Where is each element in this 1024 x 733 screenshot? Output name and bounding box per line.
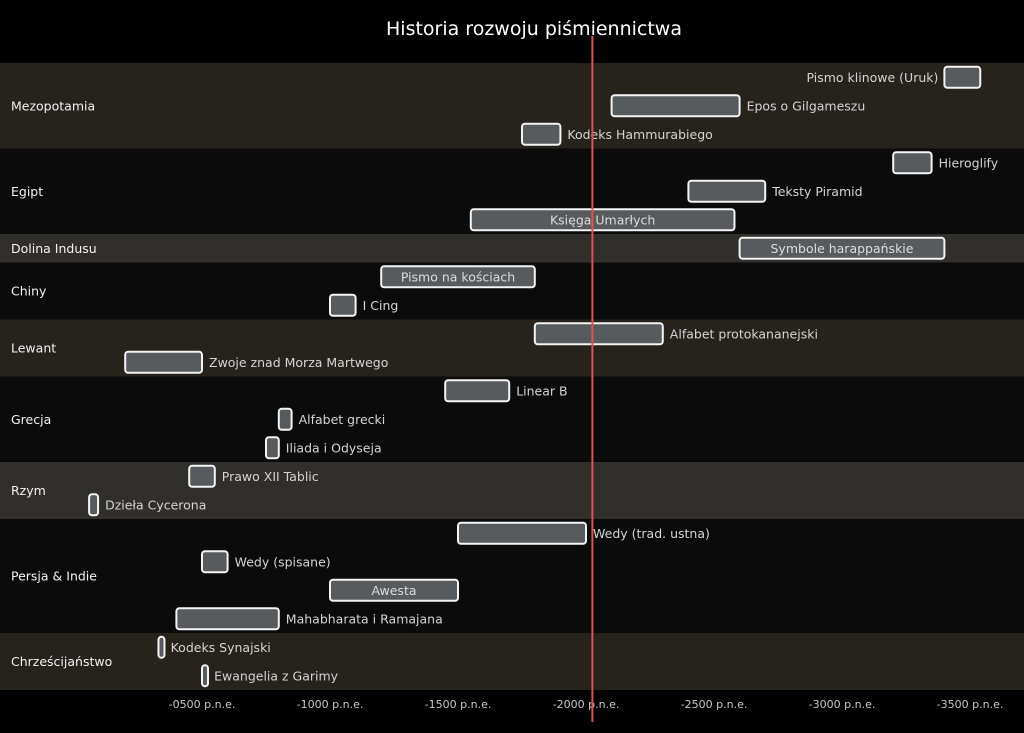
group-label-egipt: Egipt <box>11 184 43 199</box>
event-bar-ewangelia-z-garimy[interactable] <box>201 664 209 688</box>
event-bar-zwoje-znad-morza-martwego[interactable] <box>124 350 203 374</box>
event-label-alfabet-protokananejski: Alfabet protokananejski <box>670 326 818 341</box>
band-rzym <box>0 462 1024 519</box>
group-label-chrzescijanstwo: Chrześcijaństwo <box>11 654 112 669</box>
event-label-hieroglify: Hieroglify <box>939 155 999 170</box>
event-bar-hieroglify[interactable] <box>892 151 933 175</box>
x-tick-label: -3000 p.n.e. <box>809 698 876 711</box>
group-label-lewant: Lewant <box>11 341 56 356</box>
event-bar-alfabet-protokananejski[interactable] <box>533 322 664 346</box>
x-tick-label: -3500 p.n.e. <box>937 698 1004 711</box>
event-label-iliada-i-odyseja: Iliada i Odyseja <box>286 440 382 455</box>
group-label-rzym: Rzym <box>11 483 46 498</box>
event-bar-symbole-harappanskie[interactable] <box>738 236 946 260</box>
event-label-ewangelia-z-garimy: Ewangelia z Garimy <box>214 668 339 683</box>
event-bar-dziela-cycerona[interactable] <box>88 493 100 517</box>
event-label-mahabharata-i-ramajana: Mahabharata i Ramajana <box>286 611 443 626</box>
event-bar-kodeks-synajski[interactable] <box>157 635 166 659</box>
event-bar-wedy-spisane[interactable] <box>201 550 229 574</box>
event-label-teksty-piramid: Teksty Piramid <box>771 184 862 199</box>
event-bar-wedy-trad-ustna[interactable] <box>457 521 587 545</box>
group-label-chiny: Chiny <box>11 284 47 299</box>
event-label-zwoje-znad-morza-martwego: Zwoje znad Morza Martwego <box>209 355 388 370</box>
group-label-dolina-indusu: Dolina Indusu <box>11 241 97 256</box>
event-bar-pismo-klinowe-uruk[interactable] <box>943 65 982 89</box>
event-bars: Pismo klinowe (Uruk) Epos o GilgameszuKod… <box>88 65 999 688</box>
band-mezopotamia <box>0 63 1024 149</box>
group-label-persja-indie: Persja & Indie <box>11 569 97 584</box>
event-bar-epos-o-gilgameszu[interactable] <box>610 94 741 118</box>
event-label-pismo-na-kosciach: Pismo na kościach <box>401 269 515 284</box>
event-label-wedy-spisane: Wedy (spisane) <box>235 554 331 569</box>
event-bar-i-cing[interactable] <box>329 293 357 317</box>
event-label-alfabet-grecki: Alfabet grecki <box>299 412 386 427</box>
event-label-symbole-harappanskie: Symbole harappańskie <box>771 241 914 256</box>
event-bar-iliada-i-odyseja[interactable] <box>265 436 280 460</box>
event-bar-kodeks-hammurabiego[interactable] <box>521 122 562 146</box>
band-chrzescijanstwo <box>0 633 1024 690</box>
chart-title: Historia rozwoju piśmiennictwa <box>386 18 682 40</box>
event-bar-mahabharata-i-ramajana[interactable] <box>175 607 280 631</box>
event-label-dziela-cycerona: Dzieła Cycerona <box>105 497 206 512</box>
event-label-awesta: Awesta <box>371 583 416 598</box>
x-tick-label: -1500 p.n.e. <box>425 698 492 711</box>
event-label-wedy-trad-ustna: Wedy (trad. ustna) <box>593 526 710 541</box>
band-grecja <box>0 376 1024 462</box>
event-label-i-cing: I Cing <box>363 298 399 313</box>
event-label-prawo-xii-tablic: Prawo XII Tablic <box>222 469 319 484</box>
x-tick-label: -1000 p.n.e. <box>297 698 364 711</box>
x-tick-label: -0500 p.n.e. <box>169 698 236 711</box>
group-label-mezopotamia: Mezopotamia <box>11 98 95 113</box>
event-label-epos-o-gilgameszu: Epos o Gilgameszu <box>747 98 866 113</box>
x-axis: -0500 p.n.e. -1000 p.n.e. -1500 p.n.e. -200… <box>169 698 1004 711</box>
event-bar-alfabet-grecki[interactable] <box>277 407 293 431</box>
event-label-linear-b: Linear B <box>516 383 567 398</box>
group-label-grecja: Grecja <box>11 412 51 427</box>
x-tick-label: -2000 p.n.e. <box>553 698 620 711</box>
event-bar-prawo-xii-tablic[interactable] <box>188 464 216 488</box>
event-label-kodeks-hammurabiego: Kodeks Hammurabiego <box>567 127 712 142</box>
event-bar-ksiega-umarlych[interactable] <box>469 208 736 232</box>
event-label-pismo-klinowe-uruk: Pismo klinowe (Uruk) <box>806 70 938 85</box>
event-bar-awesta[interactable] <box>329 578 459 602</box>
event-label-kodeks-synajski: Kodeks Synajski <box>171 640 271 655</box>
event-bar-teksty-piramid[interactable] <box>687 179 767 203</box>
event-label-ksiega-umarlych: Księga Umarłych <box>550 212 655 227</box>
x-tick-label: -2500 p.n.e. <box>681 698 748 711</box>
event-bar-linear-b[interactable] <box>444 379 511 403</box>
event-bar-pismo-na-kosciach[interactable] <box>380 265 536 289</box>
